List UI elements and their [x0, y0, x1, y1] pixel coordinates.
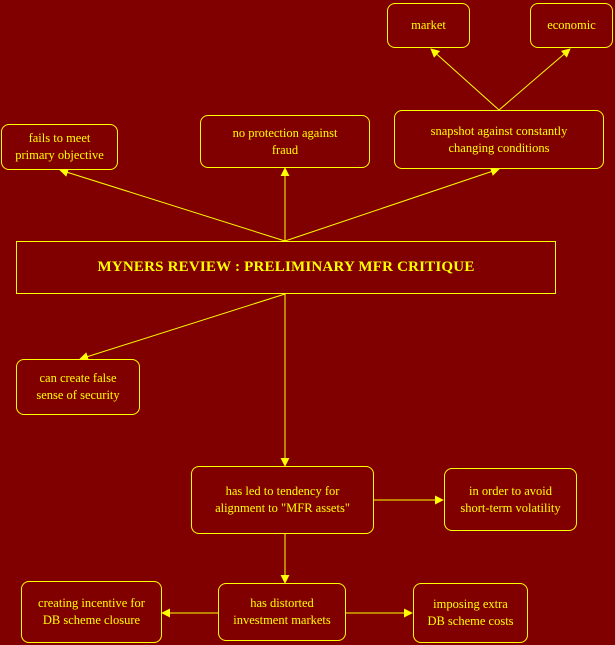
node-false-security: can create false sense of security	[16, 359, 140, 415]
node-no-fraud-protection: no protection against fraud	[200, 115, 370, 168]
node-scheme-costs: imposing extra DB scheme costs	[413, 583, 528, 643]
node-market: market	[387, 3, 470, 48]
node-scheme-closure: creating incentive for DB scheme closure	[21, 581, 162, 643]
node-distorted-markets: has distorted investment markets	[218, 583, 346, 641]
node-avoid-volatility: in order to avoid short-term volatility	[444, 468, 577, 531]
edge-main-snapshot	[284, 167, 500, 242]
edge-snapshot-market	[430, 48, 500, 111]
node-snapshot-conditions: snapshot against constantly changing con…	[394, 110, 604, 169]
node-main-title: MYNERS REVIEW : PRELIMINARY MFR CRITIQUE	[16, 241, 556, 294]
node-economic: economic	[530, 3, 613, 48]
edge-snapshot-economic	[498, 48, 571, 111]
node-fails-primary-objective: fails to meet primary objective	[1, 124, 118, 170]
edge-main-fails	[59, 168, 286, 242]
node-alignment-mfr-assets: has led to tendency for alignment to "MF…	[191, 466, 374, 534]
edge-main-false-security	[79, 293, 286, 361]
